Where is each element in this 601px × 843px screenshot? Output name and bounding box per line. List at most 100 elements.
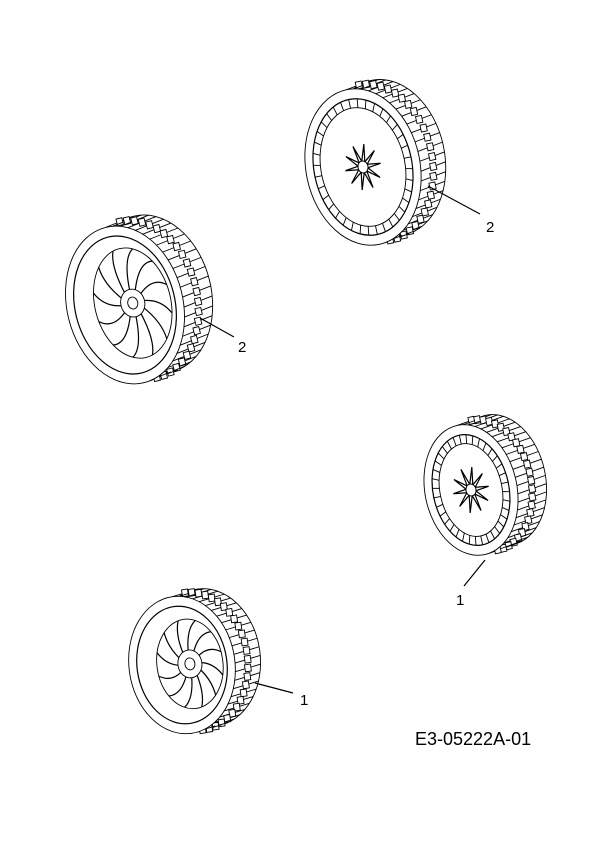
- rim-rib: [335, 211, 340, 219]
- tread-block: [243, 672, 252, 681]
- hub-vane: [198, 668, 217, 696]
- rim-rib: [402, 197, 410, 203]
- tread-block: [241, 680, 250, 690]
- tread-block: [213, 597, 222, 607]
- tread-block: [490, 419, 500, 429]
- hub-center: [465, 483, 477, 497]
- tread-block: [519, 452, 529, 462]
- tread-block: [186, 267, 196, 277]
- rim-rib: [381, 223, 386, 232]
- hub-vane: [142, 299, 173, 314]
- tread-block: [419, 123, 428, 133]
- tread-block: [405, 226, 415, 236]
- tread-block: [390, 88, 400, 98]
- rim-rib: [356, 98, 359, 108]
- rim-ellipse: [136, 605, 228, 725]
- rim-rib: [495, 463, 503, 469]
- rim-rib: [449, 524, 455, 532]
- rim-rib: [403, 156, 412, 159]
- rim-rib: [397, 133, 404, 140]
- hub-vane: [139, 281, 168, 296]
- rim-rib: [487, 448, 493, 456]
- tread-block: [369, 79, 378, 90]
- rim-rib: [432, 487, 440, 489]
- callout-label: 2: [238, 339, 246, 356]
- rim-rib: [431, 478, 440, 481]
- tread-block: [192, 326, 201, 336]
- rim-rib: [444, 518, 450, 525]
- tread-block: [130, 216, 139, 226]
- hub-vane: [187, 620, 196, 653]
- rim-rib: [313, 164, 321, 166]
- rim-rib: [348, 99, 351, 109]
- tread-block: [527, 484, 537, 494]
- tread-block: [426, 190, 436, 200]
- rim-rib: [480, 535, 484, 545]
- tread-block: [239, 688, 248, 698]
- tread-block: [159, 228, 169, 239]
- tread-block: [172, 362, 181, 373]
- rim-rib: [393, 213, 400, 221]
- rim-rib: [501, 506, 510, 511]
- inner-face: [319, 107, 407, 227]
- rim-rib: [482, 442, 487, 451]
- hub-vane: [184, 675, 193, 708]
- rim-rib: [477, 438, 480, 448]
- tread-block: [420, 207, 429, 217]
- wheel-top-right: [304, 79, 447, 246]
- rim-rib: [386, 115, 391, 123]
- rim-rib: [462, 532, 465, 542]
- tread-block: [190, 276, 199, 287]
- hub-center: [184, 657, 196, 671]
- rim-rib: [351, 222, 354, 231]
- rim-rib: [367, 226, 370, 236]
- tread-block: [414, 114, 424, 125]
- tread-block: [192, 286, 201, 297]
- tread-block: [242, 646, 251, 655]
- tread-block: [177, 357, 187, 367]
- tread-block: [424, 199, 433, 209]
- tread-block: [177, 249, 187, 260]
- tread-block: [512, 438, 521, 448]
- tread-block: [137, 217, 147, 227]
- callout-label: 1: [300, 692, 308, 709]
- hub-center: [357, 160, 369, 174]
- rim-rib: [328, 203, 334, 210]
- rim-rib: [490, 530, 496, 539]
- rim-rib: [497, 520, 505, 528]
- rim-rib: [465, 434, 468, 444]
- rim-rib: [372, 103, 375, 112]
- tread-block: [186, 343, 196, 353]
- tread-block: [409, 106, 419, 117]
- inner-face: [438, 443, 504, 537]
- tread-block: [182, 258, 192, 268]
- rim-rib: [392, 124, 398, 131]
- hub-center: [127, 296, 139, 310]
- hub-vane: [163, 632, 181, 660]
- hub-vane: [139, 311, 154, 356]
- tread-block: [207, 593, 216, 603]
- hub-vane: [98, 267, 124, 300]
- rim-rib: [434, 460, 442, 466]
- tread-block: [404, 99, 413, 109]
- tread-block: [240, 637, 249, 647]
- rim-rib: [405, 178, 414, 181]
- tread-block: [182, 350, 192, 361]
- tread-block: [525, 467, 534, 477]
- rim-rib: [446, 441, 452, 450]
- hub-vane: [176, 620, 185, 655]
- rim-rib: [314, 175, 323, 178]
- tread-block: [152, 223, 162, 234]
- rim-rib: [326, 113, 333, 121]
- rim-rib: [320, 121, 328, 128]
- tread-block: [193, 296, 203, 307]
- callout-label: 1: [456, 592, 464, 609]
- tread-block: [423, 132, 432, 142]
- rim-rib: [432, 469, 441, 474]
- rim-rib: [398, 206, 406, 213]
- rim-rib: [388, 218, 394, 228]
- rim-rib: [485, 534, 490, 543]
- wheel-top-left: [65, 214, 214, 385]
- tread-block: [527, 500, 536, 510]
